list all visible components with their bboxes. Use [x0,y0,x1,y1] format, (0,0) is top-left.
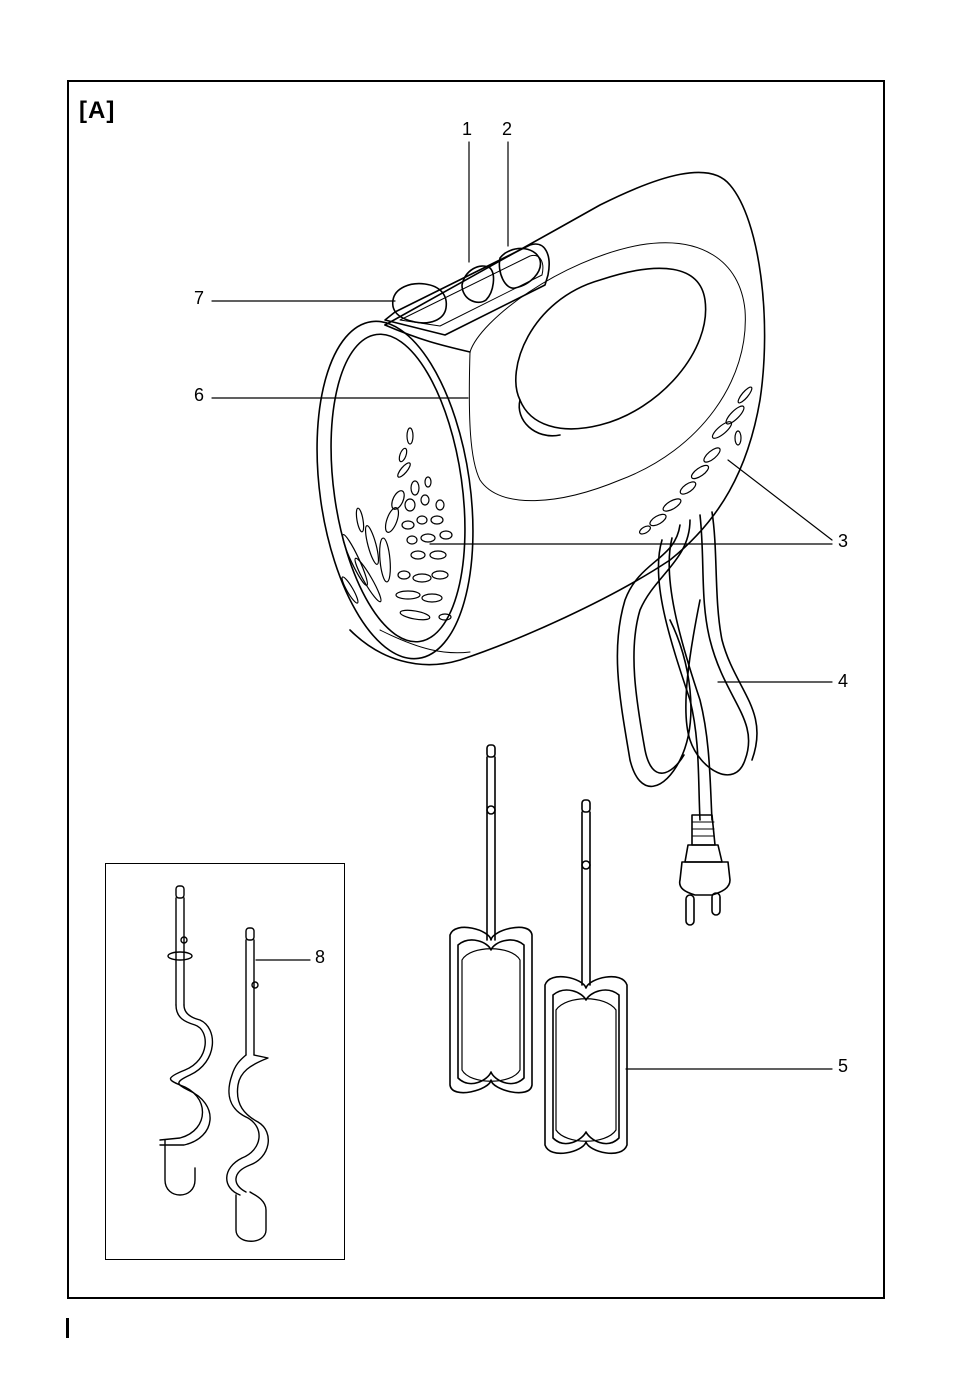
dough-hook-left [160,886,212,1195]
plug [680,815,730,925]
leader-lines [212,142,832,1069]
beater-right [545,800,627,1153]
power-cord [617,512,757,820]
beater-left [450,745,532,1093]
leader-3b [728,460,832,540]
dough-hook-right [227,928,269,1241]
ventilation-slots [340,385,754,621]
mixer-body [297,172,765,668]
